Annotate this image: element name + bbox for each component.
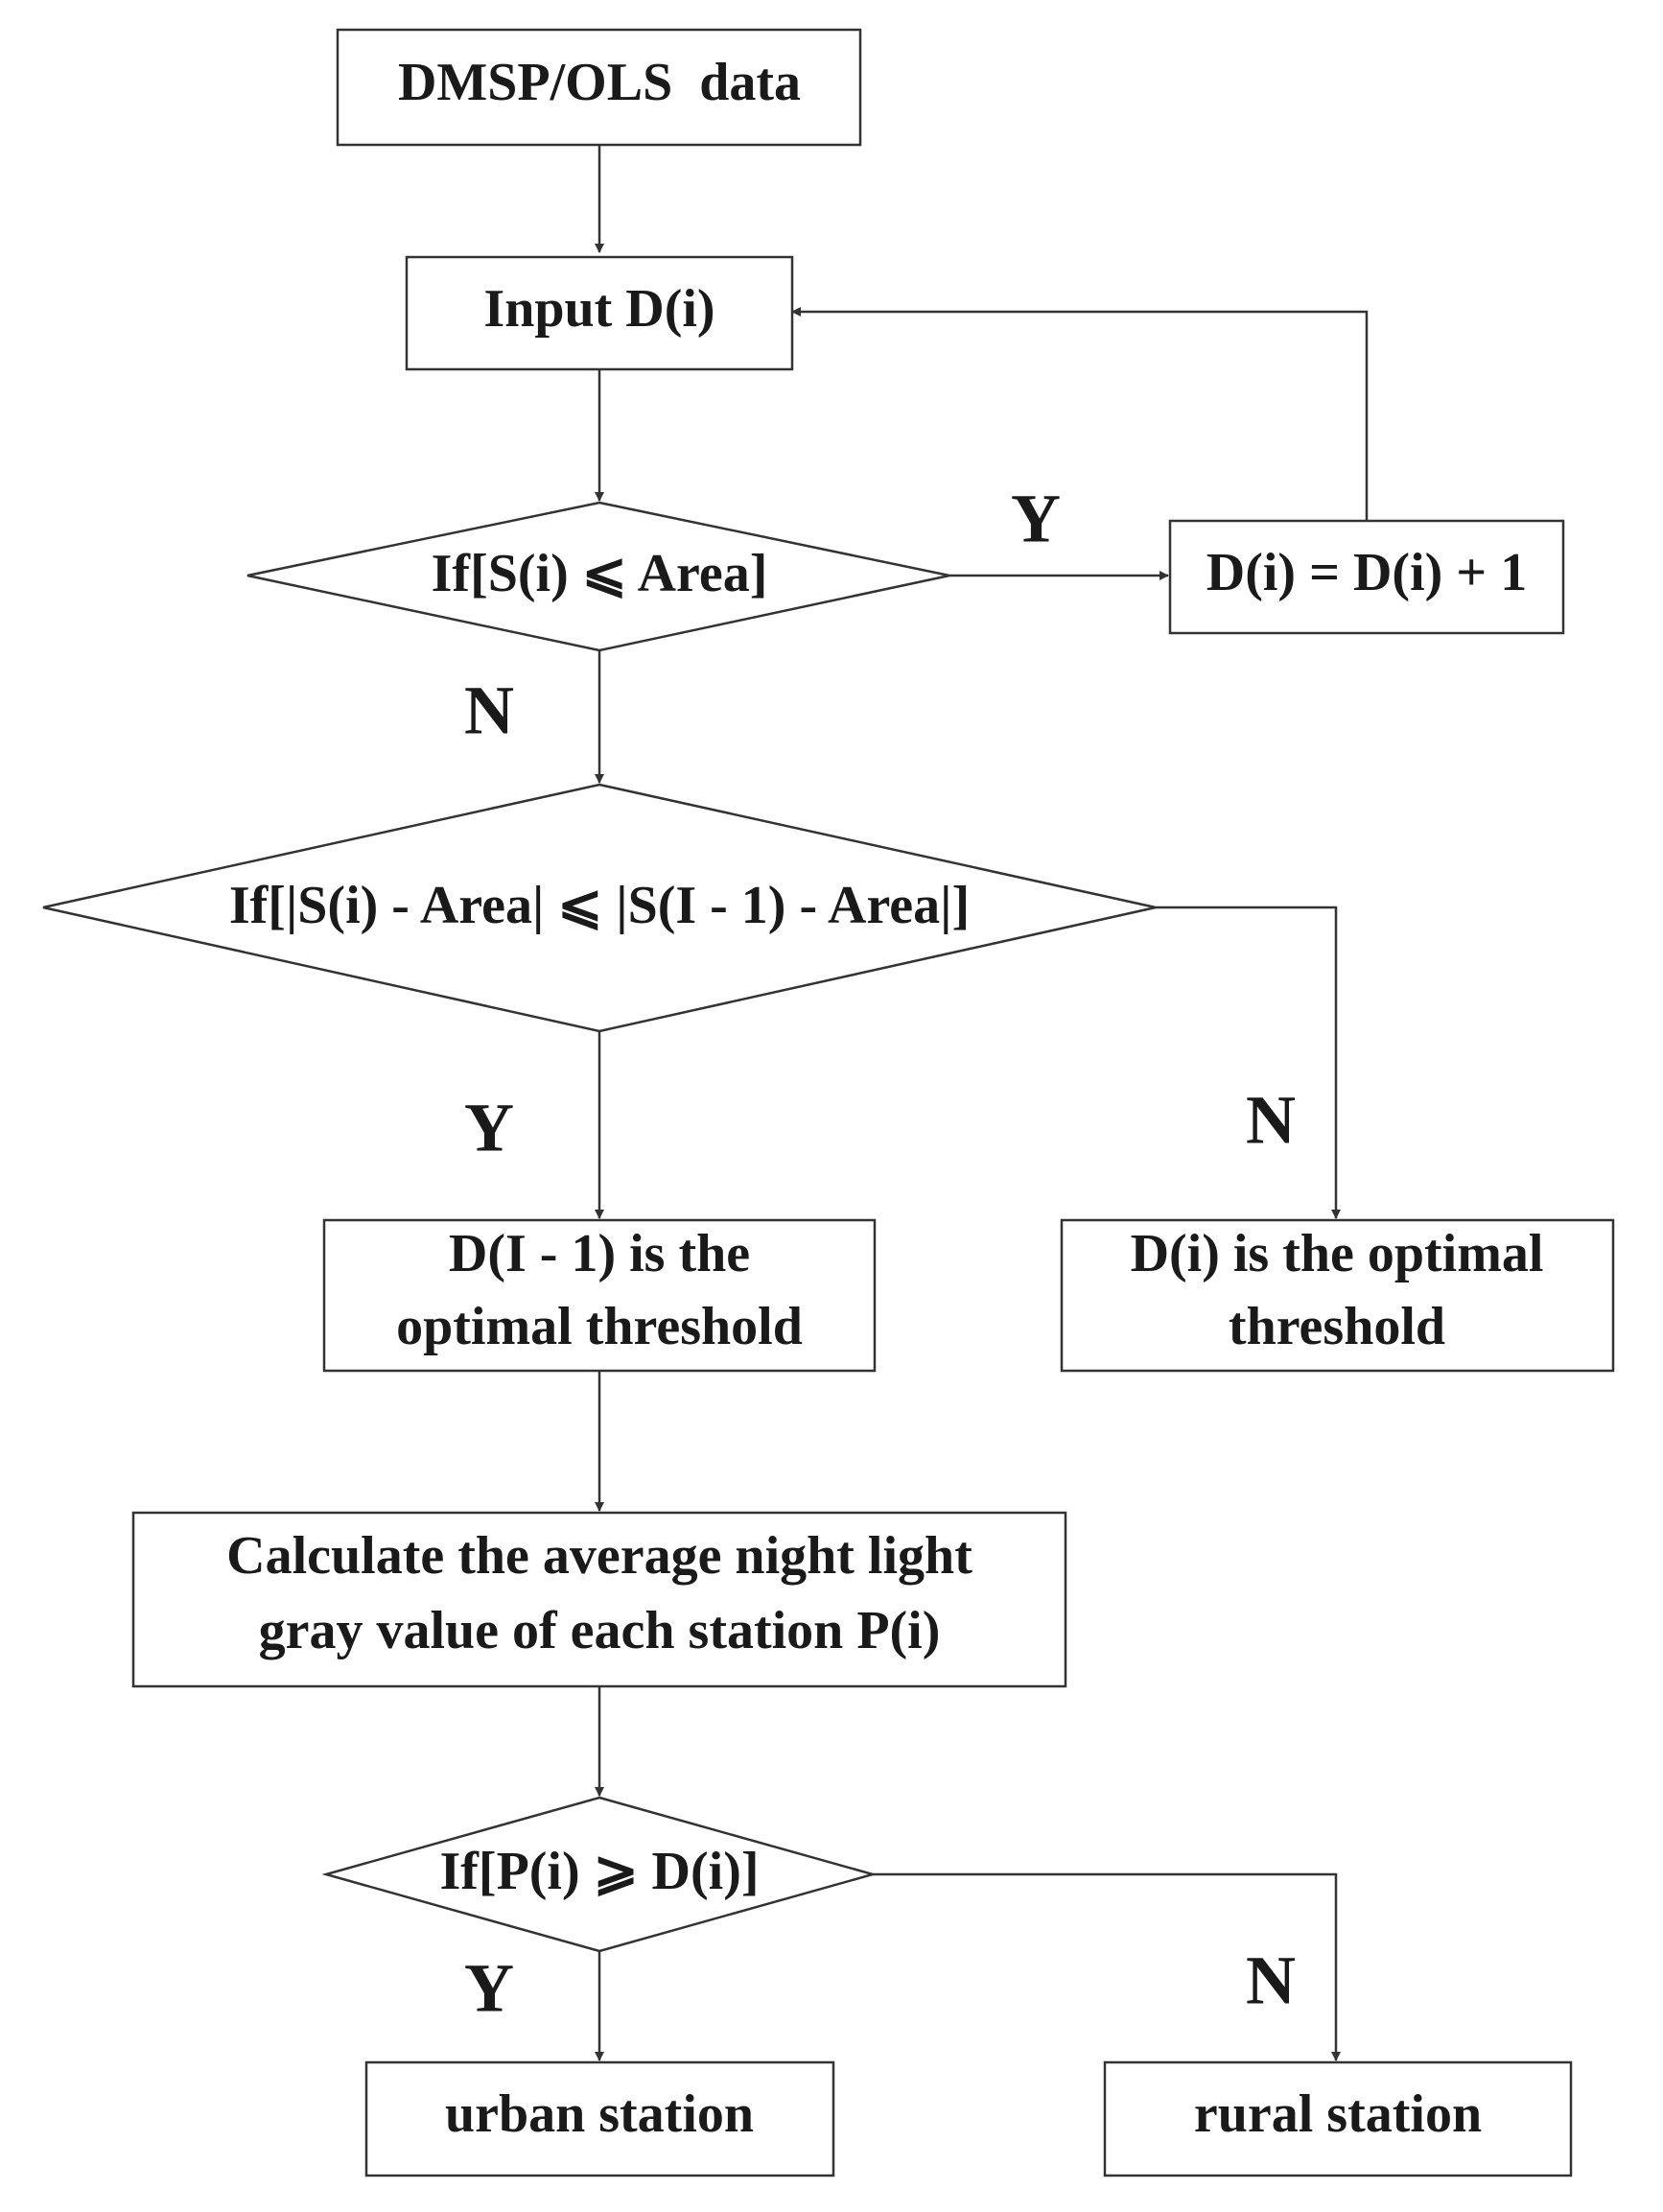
result-prev-line1: D(I - 1) is the	[449, 1224, 750, 1283]
decision-station-diamond	[321, 1796, 878, 1953]
urban-box	[364, 2060, 835, 2177]
branch-label-station-yes: Y	[464, 1950, 514, 2027]
result-curr-line2: threshold	[1229, 1297, 1445, 1356]
decision-area-label: If[S(i) ⩽ Area]	[432, 544, 768, 603]
urban-label: urban station	[445, 2084, 754, 2144]
rural-box	[1103, 2060, 1573, 2177]
result-curr-line1: D(i) is the optimal	[1131, 1224, 1544, 1283]
node-start: DMSP/OLS data	[336, 28, 862, 147]
increment-label: D(i) = D(i) + 1	[1206, 543, 1527, 602]
decision-diff-diamond	[42, 783, 1157, 1033]
node-urban: urban station	[364, 2060, 835, 2177]
connectors	[595, 145, 1369, 2061]
increment-box	[1168, 519, 1565, 635]
rural-label: rural station	[1194, 2084, 1482, 2144]
branch-label-area-no: N	[464, 672, 514, 749]
input-box	[405, 255, 794, 371]
calculate-box	[131, 1511, 1067, 1688]
node-input: Input D(i)	[405, 255, 794, 371]
node-calculate: Calculate the average night light gray v…	[131, 1511, 1067, 1688]
start-box	[336, 28, 862, 147]
calculate-line2: gray value of each station P(i)	[259, 1601, 941, 1660]
node-decision-diff: If[|S(i) - Area| ⩽ |S(I - 1) - Area|]	[42, 783, 1157, 1033]
start-label: DMSP/OLS data	[398, 53, 801, 112]
calculate-line1: Calculate the average night light	[226, 1526, 972, 1586]
result-curr-box	[1060, 1218, 1615, 1373]
decision-area-diamond	[246, 501, 950, 652]
node-result-prev: D(I - 1) is the optimal threshold	[322, 1218, 877, 1373]
edge-increment-loop-to-input	[791, 307, 1369, 521]
node-decision-area: If[S(i) ⩽ Area]	[246, 501, 950, 652]
branch-label-area-yes: Y	[1011, 481, 1061, 557]
edge-decision-diff-no-to-result-curr	[1156, 906, 1341, 1219]
decision-diff-label: If[|S(i) - Area| ⩽ |S(I - 1) - Area|]	[229, 876, 970, 935]
branch-label-diff-yes: Y	[464, 1090, 514, 1166]
input-label: Input D(i)	[483, 279, 714, 339]
branch-label-station-no: N	[1246, 1942, 1296, 2019]
branch-label-diff-no: N	[1246, 1082, 1296, 1159]
result-prev-box	[322, 1218, 877, 1373]
node-rural: rural station	[1103, 2060, 1573, 2177]
node-increment: D(i) = D(i) + 1	[1168, 519, 1565, 635]
branch-labels: Y N Y N Y N	[464, 481, 1296, 2027]
edge-decision-station-no-to-rural	[873, 1872, 1341, 2061]
decision-station-label: If[P(i) ⩾ D(i)]	[439, 1842, 759, 1901]
node-result-curr: D(i) is the optimal threshold	[1060, 1218, 1615, 1373]
node-decision-station: If[P(i) ⩾ D(i)]	[321, 1796, 878, 1953]
result-prev-line2: optimal threshold	[396, 1297, 803, 1356]
